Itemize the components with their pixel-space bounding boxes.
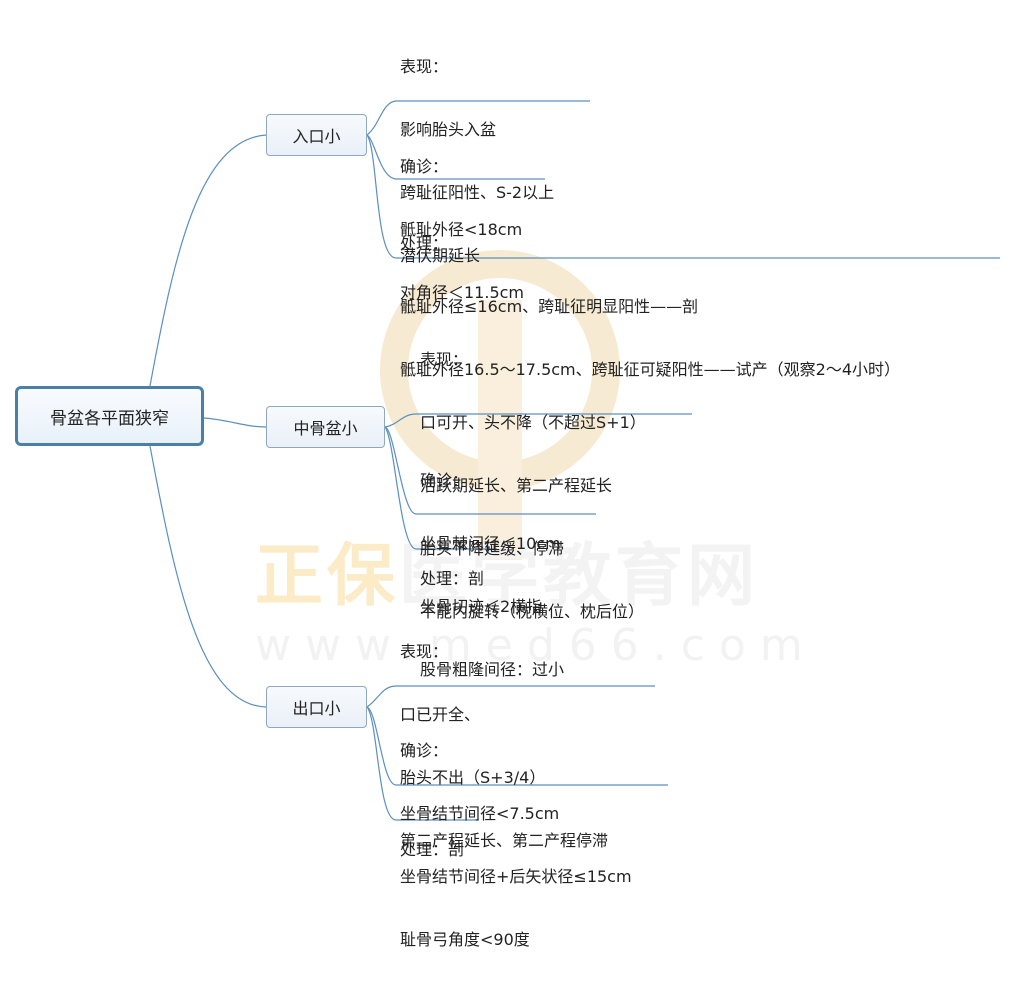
mind-map-canvas: 正保医学教育网 www.med66.com 骨盆各平面狭窄 入口小 中骨盆小 出… [15, 14, 1000, 949]
leaf-line: 处理：剖 [420, 569, 485, 588]
leaf-line: 口可开、头不降（不超过S+1） [420, 413, 646, 432]
connector-lines [149, 100, 1000, 821]
connector-b1-g2 [366, 134, 545, 180]
leaf-line: 坐骨结节间径<7.5cm [400, 804, 560, 823]
connector-root-branch2 [203, 417, 267, 428]
leaf-midpelvis-manifestation[interactable]: 表现： 口可开、头不降（不超过S+1） 活跃期延长、第二产程延长 胎头下降延缓、… [420, 307, 646, 664]
leaf-line: 骶耻外径≤16cm、跨耻征明显阳性——剖 [400, 297, 699, 316]
connector-root-branch3 [149, 445, 267, 708]
connector-b1-g3 [366, 134, 1000, 259]
leaf-line: 确诊： [420, 471, 469, 490]
leaf-line: 潜伏期延长 [400, 246, 481, 265]
connector-b1-g1 [366, 100, 590, 136]
connector-b3-g1 [366, 685, 655, 708]
leaf-inlet-treatment[interactable]: 处理： 骶耻外径≤16cm、跨耻征明显阳性——剖 骶耻外径16.5～17.5cm… [400, 191, 900, 422]
leaf-line: 骶耻外径16.5～17.5cm、跨耻征可疑阳性——试产（观察2～4小时） [400, 360, 900, 379]
leaf-outlet-treatment[interactable]: 处理：剖 [400, 797, 464, 902]
leaf-line: 跨耻征阳性、S-2以上 [400, 183, 555, 202]
leaf-midpelvis-diagnosis[interactable]: 确诊： 坐骨棘间径＜10cm 坐骨切迹＜2横指 股骨粗隆间径：过小 [420, 428, 564, 722]
connector-b3-g2 [366, 706, 668, 786]
leaf-line: 影响胎头入盆 [400, 120, 497, 139]
branch-node-outlet[interactable]: 出口小 [266, 686, 367, 728]
leaf-line: 股骨粗隆间径：过小 [420, 660, 565, 679]
leaf-line: 胎头不出（S+3/4） [400, 768, 546, 787]
leaf-inlet-diagnosis[interactable]: 确诊： 骶耻外径<18cm 对角径＜11.5cm [400, 114, 524, 345]
connector-b2-g3 [384, 426, 497, 550]
connector-root-branch1 [149, 134, 267, 387]
leaf-line: 处理： [400, 234, 449, 253]
leaf-midpelvis-treatment[interactable]: 处理：剖 [420, 526, 484, 631]
connector-b2-g2 [384, 426, 596, 515]
leaf-line: 表现： [400, 57, 449, 76]
root-node[interactable]: 骨盆各平面狭窄 [15, 386, 204, 446]
leaf-line: 确诊： [400, 157, 449, 176]
branch-node-inlet[interactable]: 入口小 [266, 114, 367, 156]
leaf-line: 处理：剖 [400, 840, 465, 859]
branch-node-midpelvis[interactable]: 中骨盆小 [266, 406, 385, 448]
leaf-line: 耻骨弓角度<90度 [400, 930, 530, 949]
leaf-line: 口已开全、 [400, 705, 481, 724]
leaf-line: 坐骨切迹＜2横指 [420, 597, 543, 616]
leaf-line: 胎头下降延缓、停滞 [420, 539, 565, 558]
leaf-line: 表现： [420, 350, 469, 369]
leaf-inlet-manifestation[interactable]: 表现： 影响胎头入盆 跨耻征阳性、S-2以上 潜伏期延长 [400, 14, 554, 308]
leaf-line: 坐骨棘间径＜10cm [420, 534, 561, 553]
leaf-line: 表现： [400, 642, 449, 661]
connector-b3-g3 [366, 706, 479, 821]
leaf-line: 活跃期延长、第二产程延长 [420, 476, 613, 495]
leaf-line: 骶耻外径<18cm [400, 220, 523, 239]
leaf-line: 确诊： [400, 741, 449, 760]
leaf-line: 不能内旋转（枕横位、枕后位） [420, 602, 645, 621]
leaf-line: 对角径＜11.5cm [400, 283, 525, 302]
connector-b2-g1 [384, 413, 692, 428]
